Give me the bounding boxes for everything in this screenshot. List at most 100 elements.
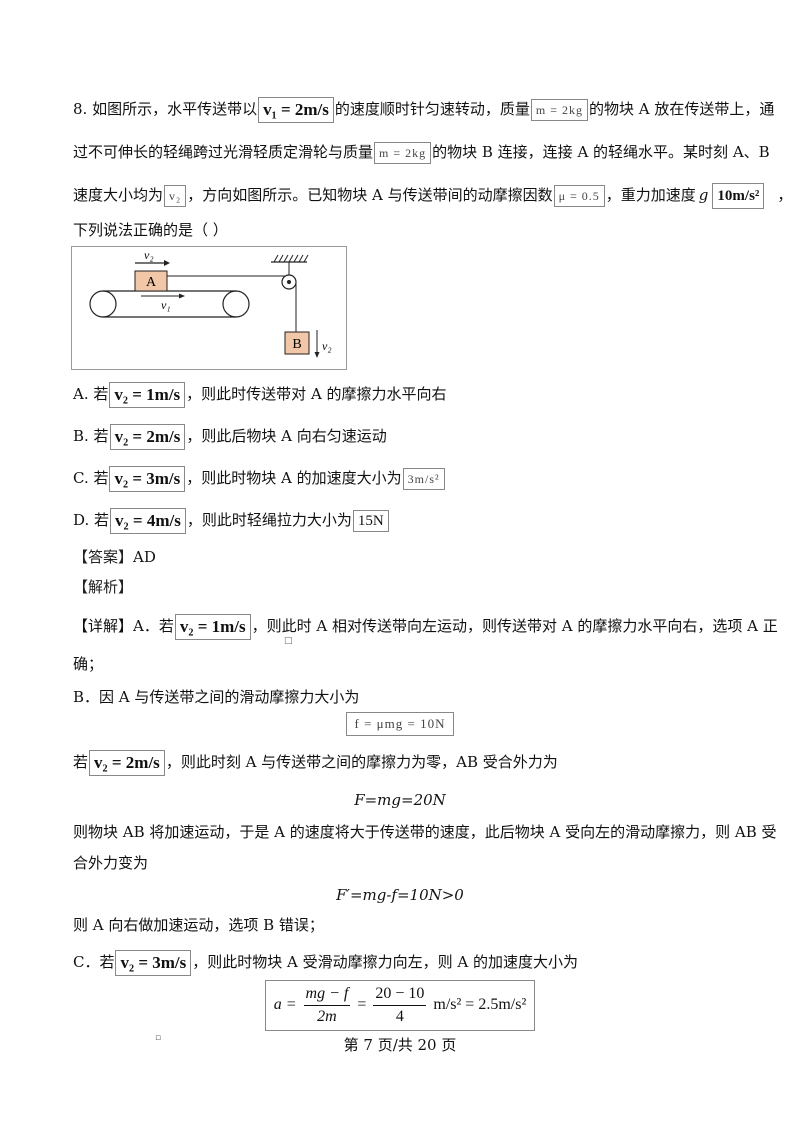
option-prefix: B. 若 <box>73 427 109 445</box>
detail-text: 若 <box>73 753 89 771</box>
detail-b-line-5: 则 A 向右做加速运动，选项 B 错误； <box>73 914 324 936</box>
option-answer-box: 15N <box>352 510 389 532</box>
v1-belt-label: v₁ <box>161 298 171 312</box>
small-square-mark: □ <box>284 636 293 646</box>
ceiling-hatch <box>273 254 309 263</box>
question-text: 下列说法正确的是（ ） <box>73 221 228 239</box>
detail-text: ，则此时物块 A 受滑动摩擦力向左，则 A 的加速度大小为 <box>192 953 579 971</box>
answer-value: AD <box>133 548 156 566</box>
question-line-4: 下列说法正确的是（ ） <box>73 219 228 241</box>
formula-box: f = μmg = 10N <box>345 712 455 736</box>
question-text: 的速度顺时针匀速转动，质量 <box>334 100 530 118</box>
mass-formula-box: m = 2kg <box>530 99 589 121</box>
formula-friction: f = μmg = 10N <box>0 712 800 736</box>
mass-formula-box: m = 2kg <box>374 142 432 164</box>
detail-text: 确； <box>73 655 104 673</box>
detail-text: C．若 <box>73 953 115 971</box>
detail-b-line-4: 合外力变为 <box>73 852 148 874</box>
block-a-label: A <box>146 275 157 290</box>
option-formula-box: v₂ = 3m/s <box>109 466 186 492</box>
pulley-axle <box>287 280 291 284</box>
block-a <box>134 270 168 292</box>
option-text: ，则此时物块 A 的加速度大小为 <box>186 469 402 487</box>
formula-text: F=mg=20N <box>354 791 446 809</box>
fraction-1: mg − f 2m <box>303 983 351 1028</box>
detail-text: 则 A 向右做加速运动，选项 B 错误； <box>73 916 324 934</box>
belt-right-roller <box>222 290 250 318</box>
fraction-numerator: 20 − 10 <box>373 983 427 1006</box>
formula-net-force: F=mg=20N <box>0 789 800 811</box>
block-b-label: B <box>292 337 301 352</box>
v2-side-label: v₂ <box>322 339 332 353</box>
detail-text: 则物块 AB 将加速运动，于是 A 的速度将大于传送带的速度，此后物块 A 受向… <box>73 823 777 841</box>
option-answer-box: 3m/s² <box>402 468 445 490</box>
option-text: ，则此时轻绳拉力大小为 <box>186 511 352 529</box>
fraction-2: 20 − 10 4 <box>373 983 427 1028</box>
detail-b-line: B．因 A 与传送带之间的滑动摩擦力大小为 <box>73 686 359 708</box>
question-text: ， <box>777 186 793 204</box>
question-text: 速度大小均为 <box>73 186 164 204</box>
formula-net-force-2: F′=mg-f=10N>0 <box>0 884 800 906</box>
g-formula-box: 10m/s² <box>712 183 765 209</box>
option-formula-box: v₂ = 1m/s <box>109 382 186 408</box>
option-prefix: D. 若 <box>73 511 110 529</box>
formula-rhs: m/s² = 2.5m/s² <box>433 996 527 1014</box>
option-prefix: C. 若 <box>73 469 109 487</box>
detail-formula-box: v₂ = 2m/s <box>89 750 165 776</box>
fraction-denominator: 2m <box>317 1008 337 1025</box>
question-text: ，重力加速度 <box>605 186 696 204</box>
answer-line: 【答案】AD <box>73 546 156 568</box>
v1-formula-box: v₁ = 2m/s <box>258 97 334 123</box>
detail-text: ，则此时 A 相对传送带向左运动，则传送带对 A 的摩擦力水平向右，选项 A 正 <box>251 617 778 635</box>
detail-text: B．因 A 与传送带之间的滑动摩擦力大小为 <box>73 688 360 706</box>
v2-top-label: v₂ <box>144 248 154 262</box>
question-text: 的物块 B 连接，连接 A 的轻绳水平。某时刻 A、B <box>432 143 770 161</box>
detail-b-line-3: 则物块 AB 将加速运动，于是 A 的速度将大于传送带的速度，此后物块 A 受向… <box>73 821 777 843</box>
fraction-numerator: mg − f <box>303 983 351 1006</box>
small-square-mark: ▫ <box>155 1033 162 1043</box>
question-text: 过不可伸长的轻绳跨过光滑轻质定滑轮与质量 <box>73 143 374 161</box>
v2-arrowhead-top <box>164 260 170 266</box>
physics-diagram: A v₂ v₁ B v₂ <box>71 246 347 370</box>
detail-text: 【详解】A．若 <box>73 617 174 635</box>
option-text: ，则此后物块 A 向右匀速运动 <box>186 427 387 445</box>
detail-formula-box: v₂ = 3m/s <box>115 950 192 976</box>
v1-arrowhead <box>179 293 185 299</box>
analysis-line: 【解析】 <box>73 576 133 598</box>
formula-lhs: a = <box>273 996 297 1014</box>
option-formula-box: v₂ = 4m/s <box>110 508 186 534</box>
fraction-denominator: 4 <box>395 1008 404 1025</box>
answer-label: 【答案】 <box>73 548 134 566</box>
belt-left-roller <box>89 290 117 318</box>
diagram-frame <box>71 246 347 370</box>
analysis-label: 【解析】 <box>73 578 134 596</box>
detail-text: 合外力变为 <box>73 854 149 872</box>
block-b <box>284 331 310 355</box>
question-text: ，方向如图所示。已知物块 A 与传送带间的动摩擦因数 <box>187 186 553 204</box>
question-text: 的物块 A 放在传送带上，通 <box>589 100 775 118</box>
question-text: 8. 如图所示，水平传送带以 <box>73 100 258 118</box>
option-text: ，则此时传送带对 A 的摩擦力水平向右 <box>186 385 447 403</box>
detail-formula-box: v₂ = 1m/s <box>174 614 251 640</box>
v2-formula-box: v₂ <box>164 185 187 207</box>
detail-a-line-2: 确； <box>73 653 103 675</box>
g-symbol: g <box>698 186 709 204</box>
mu-formula-box: μ = 0.5 <box>553 185 605 207</box>
option-formula-box: v₂ = 2m/s <box>109 424 186 450</box>
page-footer: 第 7 页/共 20 页 <box>343 1036 457 1054</box>
formula-text: F′=mg-f=10N>0 <box>336 886 464 904</box>
detail-text: ，则此时刻 A 与传送带之间的摩擦力为零，AB 受合外力为 <box>165 753 558 771</box>
v2-arrowhead-side <box>314 352 320 358</box>
option-prefix: A. 若 <box>73 385 109 403</box>
